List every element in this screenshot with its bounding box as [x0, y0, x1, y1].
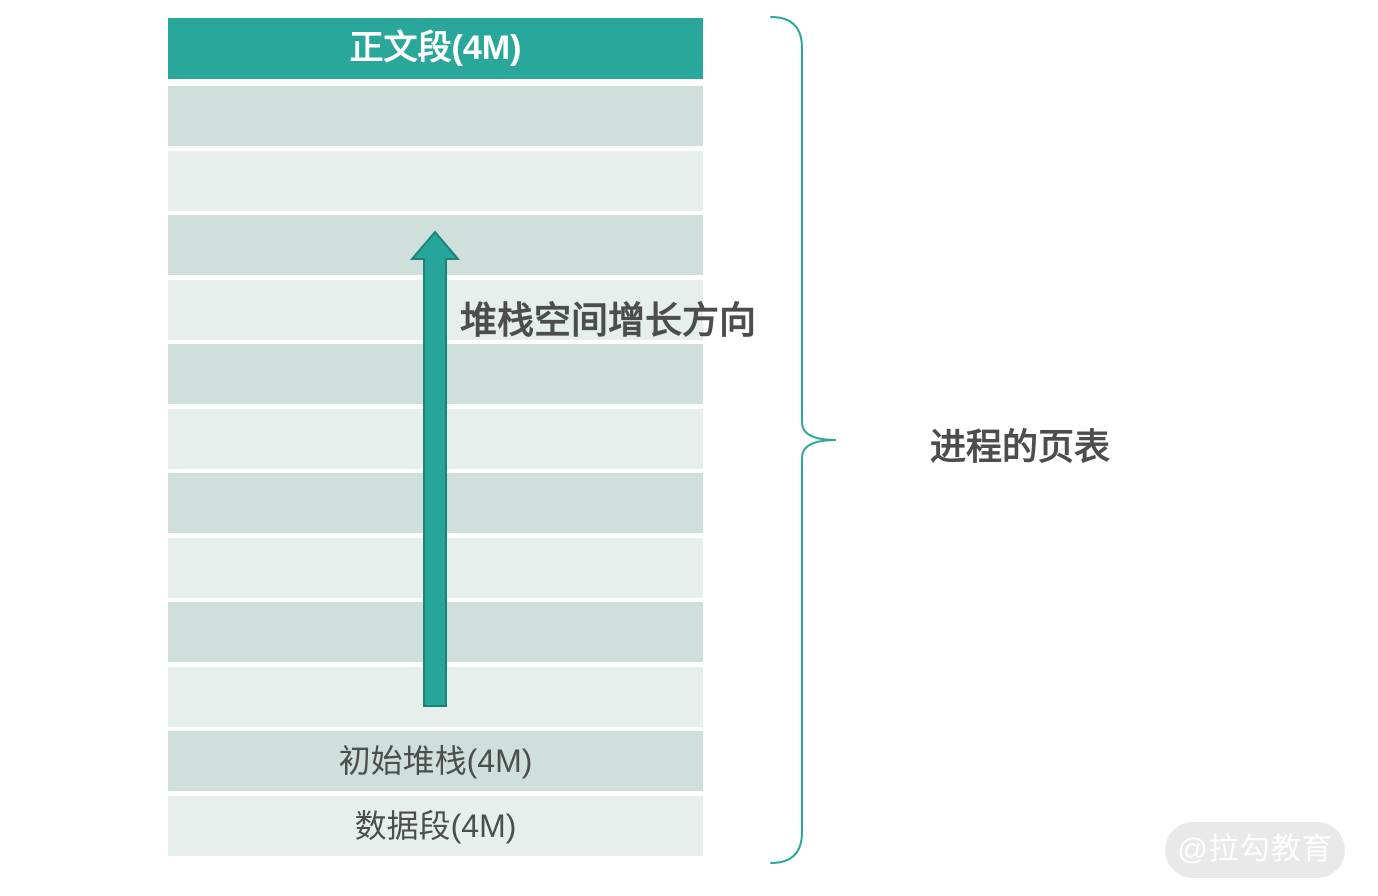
curly-brace-icon [770, 16, 837, 864]
page-table-label: 进程的页表 [930, 426, 1111, 467]
table-row-labeled: 数据段(4M) [168, 795, 703, 856]
watermark-text: @拉勾教育 [1177, 833, 1333, 866]
stack-growth-arrow-icon [409, 230, 461, 707]
text-segment-header: 正文段(4M) [168, 18, 703, 79]
table-row [168, 86, 703, 146]
table-row-labeled: 初始堆栈(4M) [168, 731, 703, 791]
table-row [168, 150, 703, 211]
stack-growth-label: 堆栈空间增长方向 [460, 300, 756, 341]
watermark-badge: @拉勾教育 [1165, 822, 1345, 878]
